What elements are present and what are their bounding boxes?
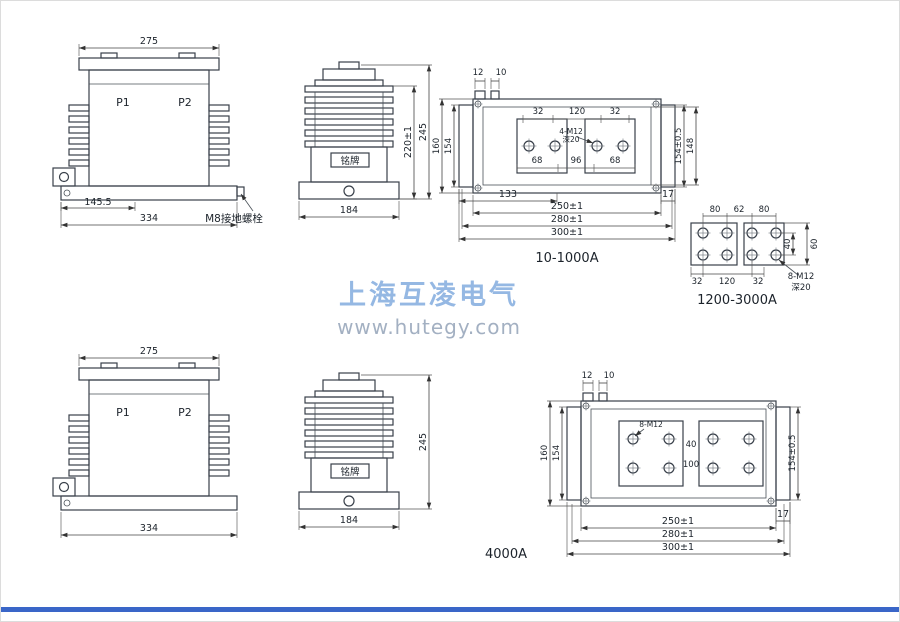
dim-154-05: 154±0.5 bbox=[788, 435, 798, 472]
dim-base-334: 334 bbox=[140, 213, 158, 224]
bolt-hole bbox=[660, 459, 678, 477]
dim-160: 160 bbox=[432, 138, 442, 154]
plan-view-bottom: 12 10 160 154 8-M12 40 100 154±0.5 17 25… bbox=[485, 371, 801, 562]
nameplate-label: 铭牌 bbox=[340, 155, 360, 167]
dim-17: 17 bbox=[662, 189, 674, 200]
corner-hole bbox=[473, 183, 483, 193]
bolt-hole bbox=[588, 137, 606, 155]
rating-label-10-1000a: 10-1000A bbox=[535, 251, 598, 266]
side-view-top: 铭牌 220±1 245 184 bbox=[298, 61, 432, 220]
dim-96: 96 bbox=[571, 156, 582, 166]
dim-154-05: 154±0.5 bbox=[674, 128, 684, 165]
corner-hole bbox=[766, 496, 776, 506]
dim-32-left: 32 bbox=[692, 277, 703, 287]
dim-32-right: 32 bbox=[610, 107, 621, 117]
bolt-hole bbox=[743, 224, 761, 242]
bolt-spec-note: 8-M12 bbox=[788, 272, 815, 282]
dim-68-right: 68 bbox=[610, 156, 621, 166]
dim-width-275: 275 bbox=[140, 346, 158, 357]
corner-hole bbox=[766, 401, 776, 411]
dim-120: 120 bbox=[569, 107, 585, 117]
terminal-p1-label: P1 bbox=[116, 406, 130, 419]
watermark-title: 上海互凌电气 bbox=[339, 280, 519, 311]
dim-154: 154 bbox=[444, 138, 454, 154]
dim-17: 17 bbox=[777, 509, 789, 520]
bottom-divider bbox=[1, 607, 899, 612]
dim-32-left: 32 bbox=[533, 107, 544, 117]
dim-280: 280±1 bbox=[551, 214, 583, 225]
dim-height-245: 245 bbox=[418, 123, 429, 141]
dim-depth-184: 184 bbox=[340, 515, 358, 526]
bolt-hole bbox=[740, 430, 758, 448]
corner-hole bbox=[581, 401, 591, 411]
plan-view-top: 12 10 160 154 32 120 32 4-M12 深20 68 96 … bbox=[432, 68, 699, 266]
dim-62: 62 bbox=[734, 205, 745, 215]
dim-280: 280±1 bbox=[662, 529, 694, 540]
bolt-depth-note: 深20 bbox=[791, 283, 810, 293]
dim-tab-12: 12 bbox=[582, 371, 593, 381]
bolt-hole bbox=[704, 459, 722, 477]
bolt-hole bbox=[624, 459, 642, 477]
bolt-hole bbox=[546, 137, 564, 155]
dim-tab-10: 10 bbox=[604, 371, 615, 381]
dim-145-5: 145.5 bbox=[84, 197, 111, 208]
terminal-p2-label: P2 bbox=[178, 96, 192, 109]
watermark: 上海互凌电气 www.hutegy.com bbox=[337, 280, 521, 339]
dim-tab-10: 10 bbox=[496, 68, 507, 78]
bolt-hole bbox=[718, 224, 736, 242]
watermark-url: www.hutegy.com bbox=[337, 315, 521, 339]
bolt-pattern-view: 80 62 80 32 120 32 40 60 8-M12 深20 1200-… bbox=[690, 205, 820, 308]
dim-60: 60 bbox=[810, 239, 820, 250]
bolt-hole bbox=[743, 246, 761, 264]
dim-32-right: 32 bbox=[753, 277, 764, 287]
ground-bolt-note: M8接地螺栓 bbox=[205, 212, 263, 225]
dim-250: 250±1 bbox=[551, 201, 583, 212]
dim-154: 154 bbox=[552, 445, 562, 461]
dim-tab-12: 12 bbox=[473, 68, 484, 78]
dim-160: 160 bbox=[540, 445, 550, 461]
terminal-p2-label: P2 bbox=[178, 406, 192, 419]
dim-40: 40 bbox=[686, 440, 697, 450]
dim-height-220: 220±1 bbox=[403, 126, 414, 158]
bolt-spec-note: 8-M12 bbox=[639, 420, 663, 429]
nameplate-label: 铭牌 bbox=[340, 466, 360, 478]
front-view-top: P1 P2 275 145.5 334 M8接地螺栓 bbox=[52, 36, 263, 228]
bolt-hole bbox=[520, 137, 538, 155]
dim-120: 120 bbox=[719, 277, 735, 287]
bolt-hole bbox=[694, 224, 712, 242]
dim-height-245: 245 bbox=[418, 433, 429, 451]
bolt-hole bbox=[718, 246, 736, 264]
dim-80-right: 80 bbox=[759, 205, 770, 215]
bolt-hole bbox=[704, 430, 722, 448]
dim-148: 148 bbox=[686, 138, 696, 154]
side-view-bottom: 铭牌 245 184 bbox=[298, 372, 432, 530]
dim-width-275: 275 bbox=[140, 36, 158, 47]
bolt-depth-note: 深20 bbox=[562, 135, 579, 144]
rating-label-4000a: 4000A bbox=[485, 547, 527, 562]
corner-hole bbox=[581, 496, 591, 506]
bolt-hole bbox=[614, 137, 632, 155]
rating-label-1200-3000a: 1200-3000A bbox=[697, 293, 777, 308]
dim-300: 300±1 bbox=[551, 227, 583, 238]
dim-40: 40 bbox=[783, 239, 793, 250]
terminal-p1-label: P1 bbox=[116, 96, 130, 109]
front-view-bottom: P1 P2 275 334 bbox=[52, 346, 238, 538]
dim-133: 133 bbox=[499, 189, 517, 200]
dim-depth-184: 184 bbox=[340, 205, 358, 216]
dim-80-left: 80 bbox=[710, 205, 721, 215]
dim-base-334: 334 bbox=[140, 523, 158, 534]
bolt-spec-note: 4-M12 bbox=[559, 127, 583, 136]
bolt-hole bbox=[660, 430, 678, 448]
dim-300: 300±1 bbox=[662, 542, 694, 553]
bolt-hole bbox=[694, 246, 712, 264]
dim-68-left: 68 bbox=[532, 156, 543, 166]
dim-250: 250±1 bbox=[662, 516, 694, 527]
corner-hole bbox=[473, 99, 483, 109]
bolt-hole bbox=[740, 459, 758, 477]
dim-100: 100 bbox=[683, 460, 699, 470]
